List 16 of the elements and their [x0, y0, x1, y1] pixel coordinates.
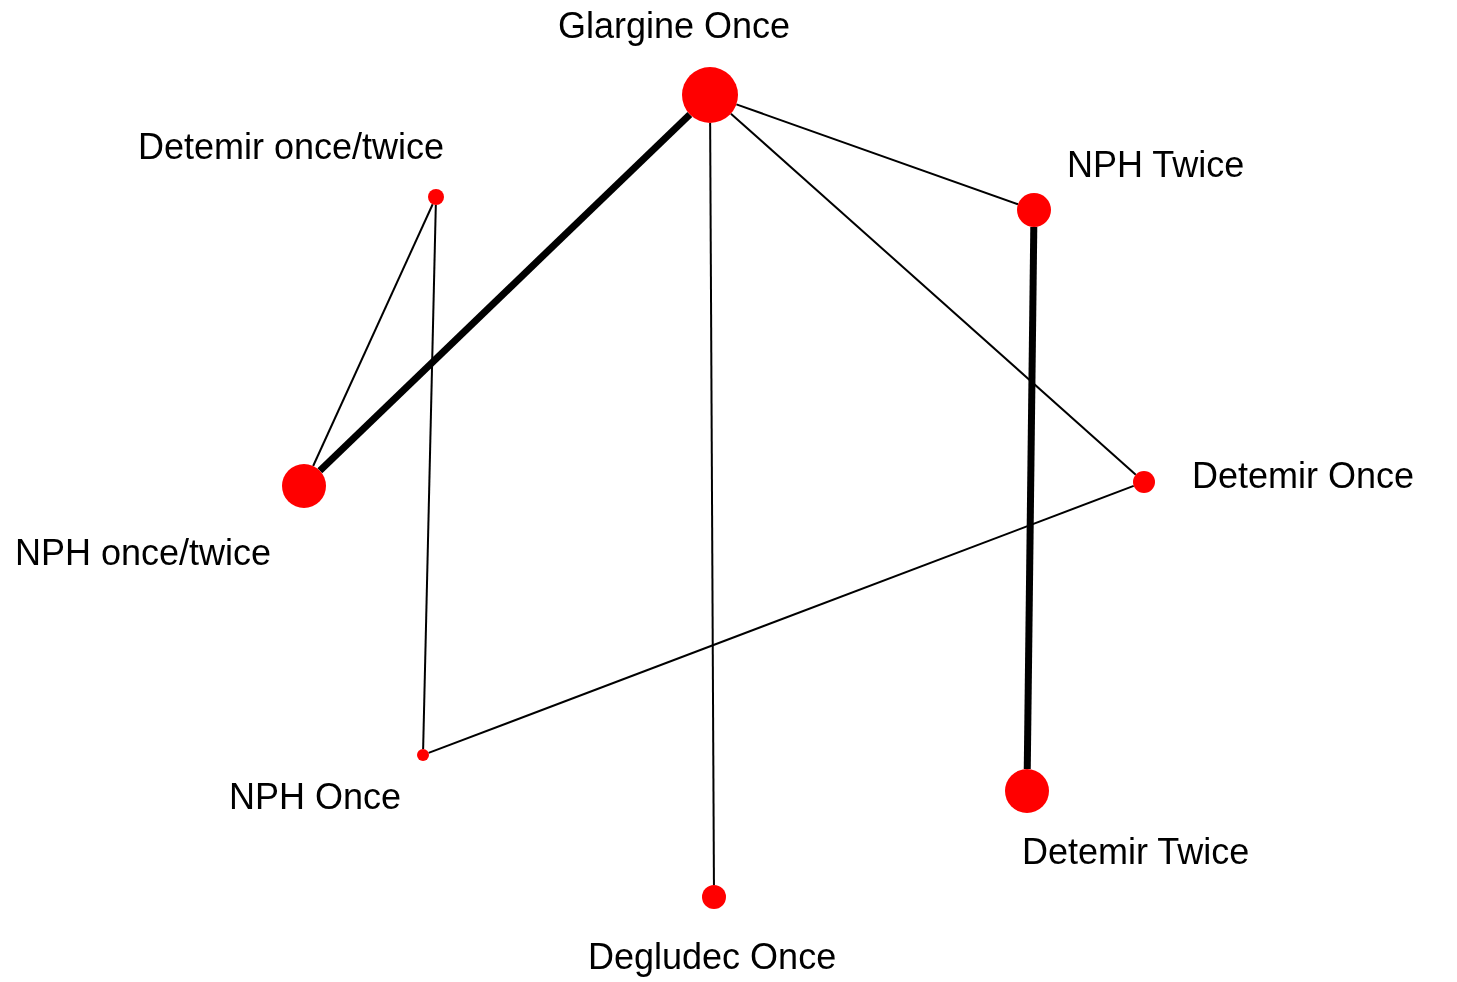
connector-line — [1023, 226, 1038, 770]
connector-line — [422, 204, 437, 750]
node-label: Glargine Once — [558, 5, 791, 47]
node-label: Detemir once/twice — [138, 126, 445, 168]
node-label: NPH Twice — [1067, 144, 1245, 186]
node-label: NPH once/twice — [15, 532, 272, 574]
connector-line — [709, 122, 715, 886]
connector-line — [735, 103, 1019, 206]
node-label: NPH Once — [229, 776, 402, 818]
connector-line — [317, 111, 693, 474]
connector-line — [312, 203, 434, 467]
node-label: Detemir Twice — [1022, 831, 1250, 873]
connector-line — [729, 112, 1137, 476]
node-label: Detemir Once — [1192, 455, 1415, 497]
node-label: Degludec Once — [588, 936, 837, 978]
connector-line — [427, 484, 1135, 754]
